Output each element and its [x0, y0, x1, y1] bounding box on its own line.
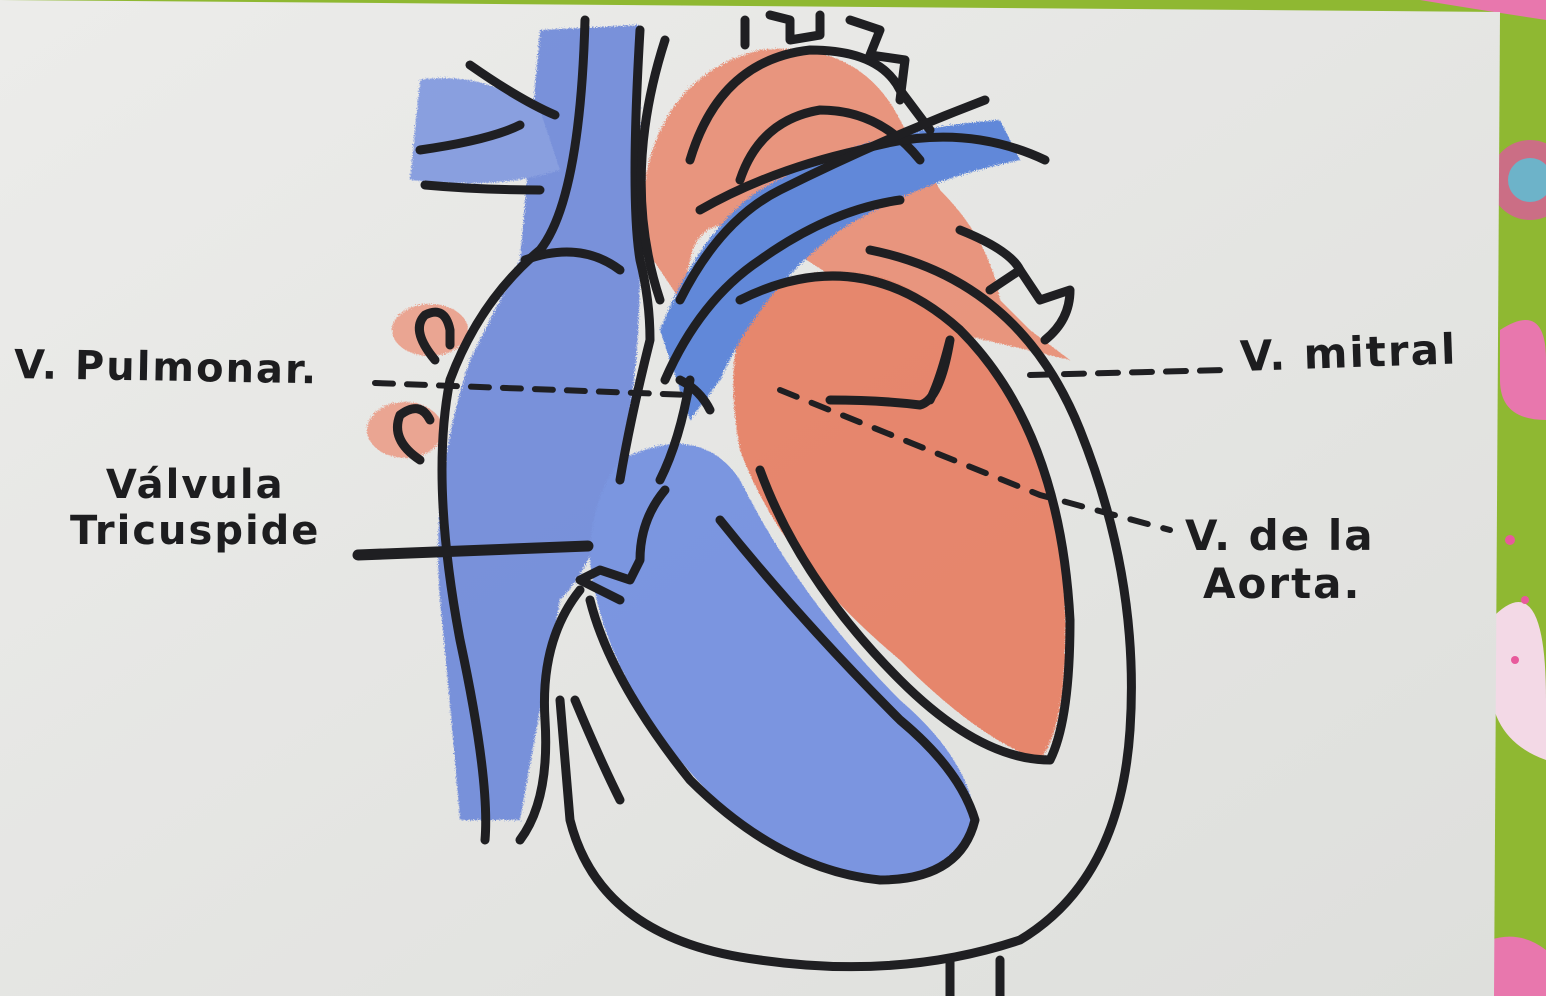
aortic-valve-label-line2: Aorta.	[1185, 560, 1375, 608]
tricuspid-valve-label-line1: Válvula	[70, 462, 320, 508]
aortic-valve-label: V. de la Aorta.	[1185, 512, 1375, 609]
tricuspid-valve-label-line2: Tricuspide	[70, 508, 320, 554]
mitral-valve-label: V. mitral	[1239, 324, 1458, 381]
aortic-valve-label-line1: V. de la	[1185, 512, 1375, 560]
tricuspid-valve-label: Válvula Tricuspide	[70, 462, 320, 554]
pulmonary-valve-label: V. Pulmonar.	[14, 342, 319, 393]
pulmonary-branch-outline-3	[425, 185, 540, 190]
